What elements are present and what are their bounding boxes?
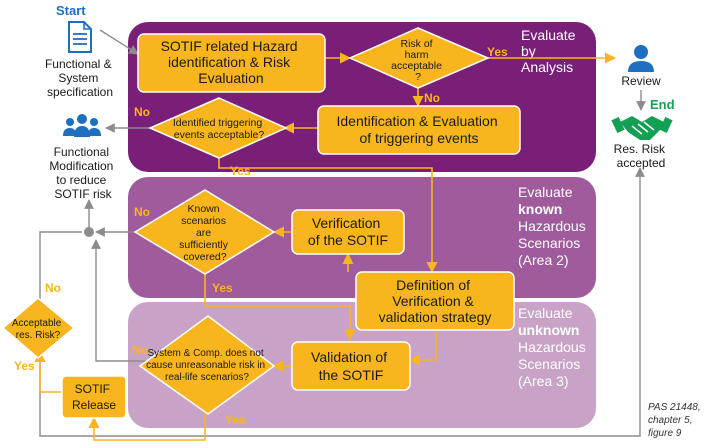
definition-to-validation-arrow [408, 330, 437, 366]
acceptable-res-risk-diamond[interactable]: Acceptable res. Risk? [1, 297, 76, 359]
svg-text:Identification & Evaluation: Identification & Evaluation of triggerin… [337, 113, 502, 146]
review-label: Review [621, 74, 661, 88]
release-to-acceptable-arrow [34, 350, 62, 393]
identification-triggering-box[interactable]: Identification & Evaluation of triggerin… [317, 105, 521, 155]
acceptable-no-label: No [45, 281, 61, 295]
triggering-no-label: No [134, 105, 150, 119]
svg-text:System & Comp. does not: System & Comp. does not cause unreasonab… [146, 348, 268, 383]
risk-of-harm-diamond[interactable]: Risk of harm acceptable ? [348, 27, 490, 89]
acceptable-no-arrow [39, 231, 82, 328]
person-icon [628, 45, 654, 72]
svg-text:SOTIF Release: SOTIF Release [72, 382, 116, 412]
spec-to-hazard-arrow [99, 29, 139, 55]
risk-no-label: No [424, 91, 440, 105]
zone-unknown-label: Evaluate unknown Hazardous Scenarios (Ar… [518, 305, 590, 389]
svg-text:Acceptable res. Risk?: Acceptable res. Risk? [12, 318, 64, 341]
known-yes-arrow [204, 272, 356, 342]
acceptable-yes-label: Yes [14, 359, 35, 373]
definition-box[interactable]: Definition of Verification & validation … [355, 271, 515, 331]
reallife-yes-label: Yes [225, 413, 246, 427]
svg-text:Risk of harm accep: Risk of harm acceptable ? [391, 38, 445, 83]
triggering-yes-label: Yes [230, 164, 251, 178]
res-risk-accepted-label: Res. Risk accepted [614, 142, 669, 170]
zone-analysis-label: Evaluate by Analysis [521, 27, 579, 75]
triggering-yes-arrow [218, 156, 438, 274]
sotif-release-box[interactable]: SOTIF Release [61, 375, 127, 419]
reallife-no-arrow [91, 239, 148, 362]
verification-box[interactable]: Verification of the SOTIF [291, 209, 405, 255]
svg-text:Known scenarios ar: Known scenarios are sufficiently covered… [179, 203, 231, 263]
known-no-label: No [134, 205, 150, 219]
risk-yes-label: Yes [487, 45, 508, 59]
functional-spec-label: Functional & System specification [45, 57, 115, 99]
reallife-yes-arrow [88, 410, 206, 441]
reallife-no-label: No [132, 343, 148, 357]
svg-text:Identified triggering ev: Identified triggering events acceptable? [173, 117, 265, 141]
end-label: End [650, 97, 675, 112]
source-note: PAS 21448, chapter 5, figure 9 [648, 402, 703, 439]
document-icon [68, 21, 92, 53]
validation-box[interactable]: Validation of the SOTIF [291, 341, 411, 391]
svg-text:Verification of the SOTI: Verification of the SOTIF [308, 215, 388, 248]
known-scenarios-diamond[interactable]: Known scenarios are sufficiently covered… [133, 189, 276, 275]
svg-text:SOTIF related Hazard ide: SOTIF related Hazard identification & Ri… [161, 38, 302, 86]
merge-point [84, 227, 94, 237]
handshake-icon [611, 116, 673, 140]
functional-modification-label: Functional Modification to reduce SOTIF … [49, 145, 116, 201]
zone-known-label: Evaluate known Hazardous Scenarios (Area… [518, 184, 590, 268]
real-life-diamond[interactable]: System & Comp. does not cause unreasonab… [138, 315, 276, 415]
known-yes-label: Yes [212, 281, 233, 295]
triggering-events-diamond[interactable]: Identified triggering events acceptable? [148, 97, 288, 159]
group-icon [63, 114, 101, 137]
start-label: Start [56, 3, 86, 18]
sotif-hazard-box[interactable]: SOTIF related Hazard identification & Ri… [137, 33, 326, 93]
svg-text:Definition of Verificati: Definition of Verification & validation … [379, 277, 492, 325]
svg-text:Validation of the SOTIF: Validation of the SOTIF [311, 349, 391, 383]
